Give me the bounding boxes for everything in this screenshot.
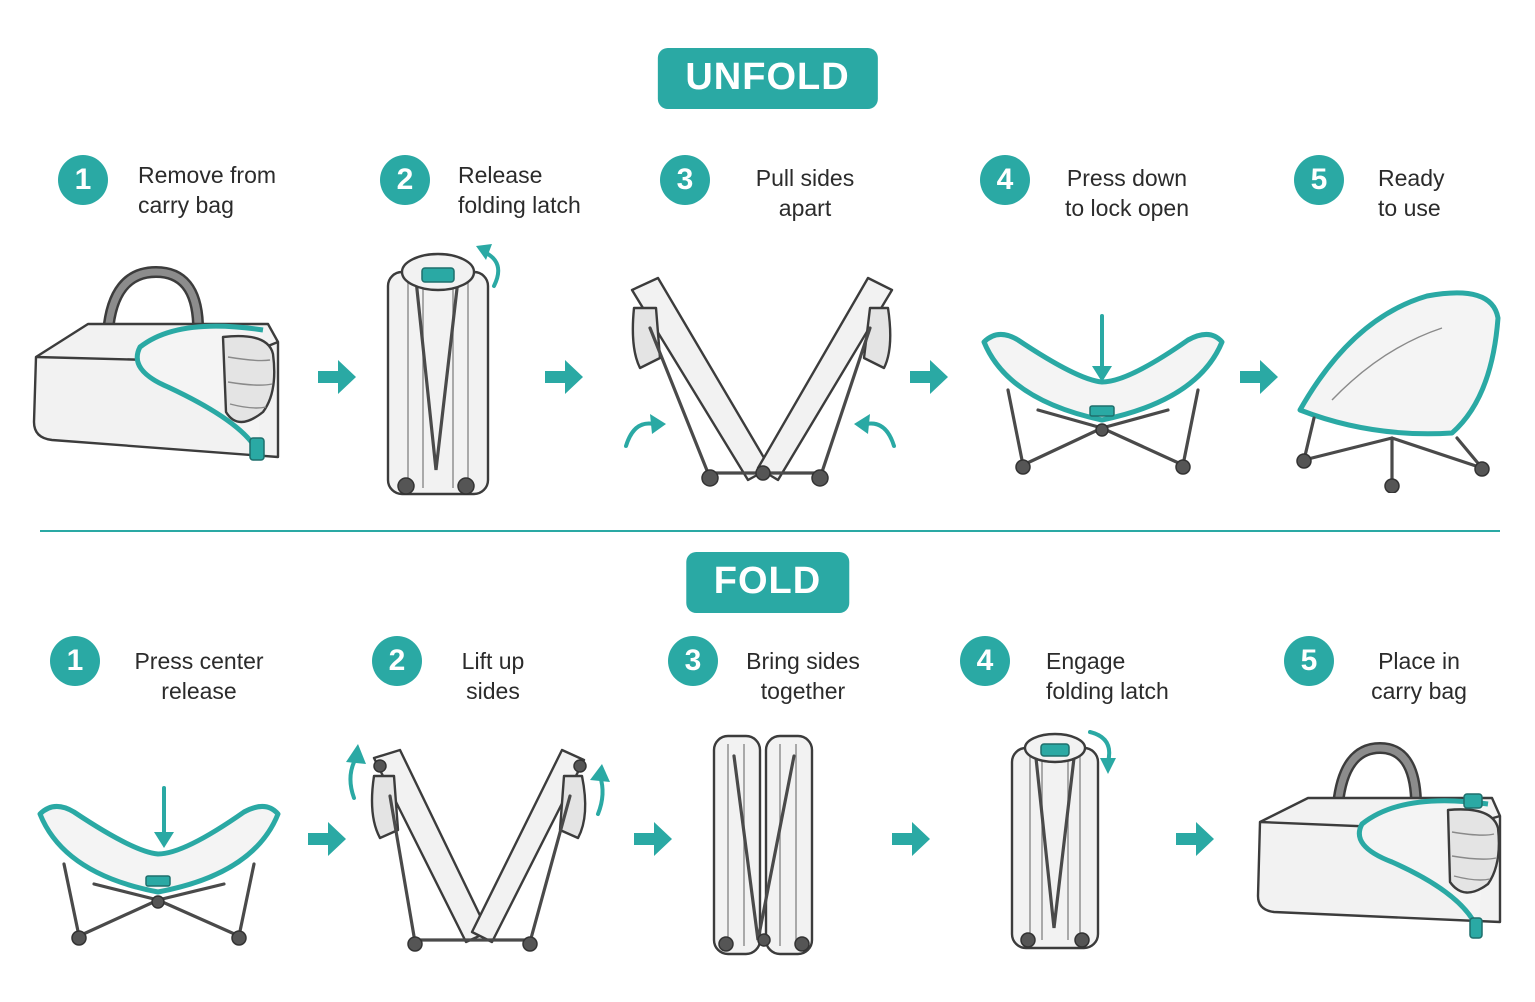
step-label: Release folding latch — [458, 162, 581, 218]
step-label: Remove from carry bag — [138, 162, 277, 218]
right-arrow-icon — [910, 360, 948, 394]
step-label: Pull sides apart — [755, 165, 855, 221]
step-label: Bring sides together — [746, 648, 860, 704]
step-number: 4 — [980, 155, 1030, 205]
fold-title: FOLD — [685, 552, 850, 613]
step-label: Ready to use — [1378, 165, 1445, 221]
unfold-step-3: 3 Pull sides apart — [660, 155, 940, 235]
step-label: Lift up sides — [461, 648, 525, 704]
fold-step-5: 5 Place in carry bag — [1284, 636, 1535, 716]
right-arrow-icon — [892, 822, 930, 856]
chair-lift-sides-illustration — [346, 744, 610, 952]
unfold-step-1: 1 Remove from carry bag — [58, 155, 338, 235]
step-label: Engage folding latch — [1046, 648, 1169, 704]
chair-pulling-apart-illustration — [624, 276, 896, 487]
chair-engage-latch-illustration — [1010, 730, 1116, 950]
fold-step-1: 1 Press center release — [50, 636, 330, 716]
step-number: 5 — [1294, 155, 1344, 205]
right-arrow-icon — [545, 360, 583, 394]
fold-step-2: 2 Lift up sides — [372, 636, 652, 716]
fold-section: FOLD 1 Press center release 2 Lift up si… — [0, 536, 1535, 1002]
right-arrow-icon — [1176, 822, 1214, 856]
place-in-carry-bag-illustration — [1256, 742, 1502, 939]
unfold-title: UNFOLD — [657, 48, 878, 109]
section-divider — [40, 530, 1500, 532]
folded-chair-latch-illustration — [386, 244, 501, 496]
unfold-step-5: 5 Ready to use — [1294, 155, 1535, 235]
step-number: 3 — [660, 155, 710, 205]
right-arrow-icon — [318, 360, 356, 394]
chair-sides-together-illustration — [712, 734, 814, 956]
step-number: 5 — [1284, 636, 1334, 686]
fold-step-3: 3 Bring sides together — [668, 636, 948, 716]
step-number: 3 — [668, 636, 718, 686]
step-label: Press center release — [134, 648, 264, 704]
right-arrow-icon — [308, 822, 346, 856]
carry-bag-illustration — [32, 265, 280, 461]
step-number: 4 — [960, 636, 1010, 686]
chair-center-release-illustration — [37, 786, 281, 946]
unfold-section: UNFOLD 1 Remove from carry bag 2 Release… — [32, 48, 1535, 496]
step-number: 2 — [372, 636, 422, 686]
chair-press-down-illustration — [981, 314, 1225, 475]
right-arrow-icon — [1240, 360, 1278, 394]
unfold-step-2: 2 Release folding latch — [380, 155, 660, 235]
unfold-step-4: 4 Press down to lock open — [980, 155, 1260, 235]
step-label: Press down to lock open — [1064, 165, 1190, 221]
right-arrow-icon — [634, 822, 672, 856]
step-label: Place in carry bag — [1371, 648, 1467, 704]
step-number: 2 — [380, 155, 430, 205]
step-number: 1 — [50, 636, 100, 686]
step-number: 1 — [58, 155, 108, 205]
chair-ready-illustration — [1296, 290, 1501, 493]
fold-step-4: 4 Engage folding latch — [960, 636, 1240, 716]
